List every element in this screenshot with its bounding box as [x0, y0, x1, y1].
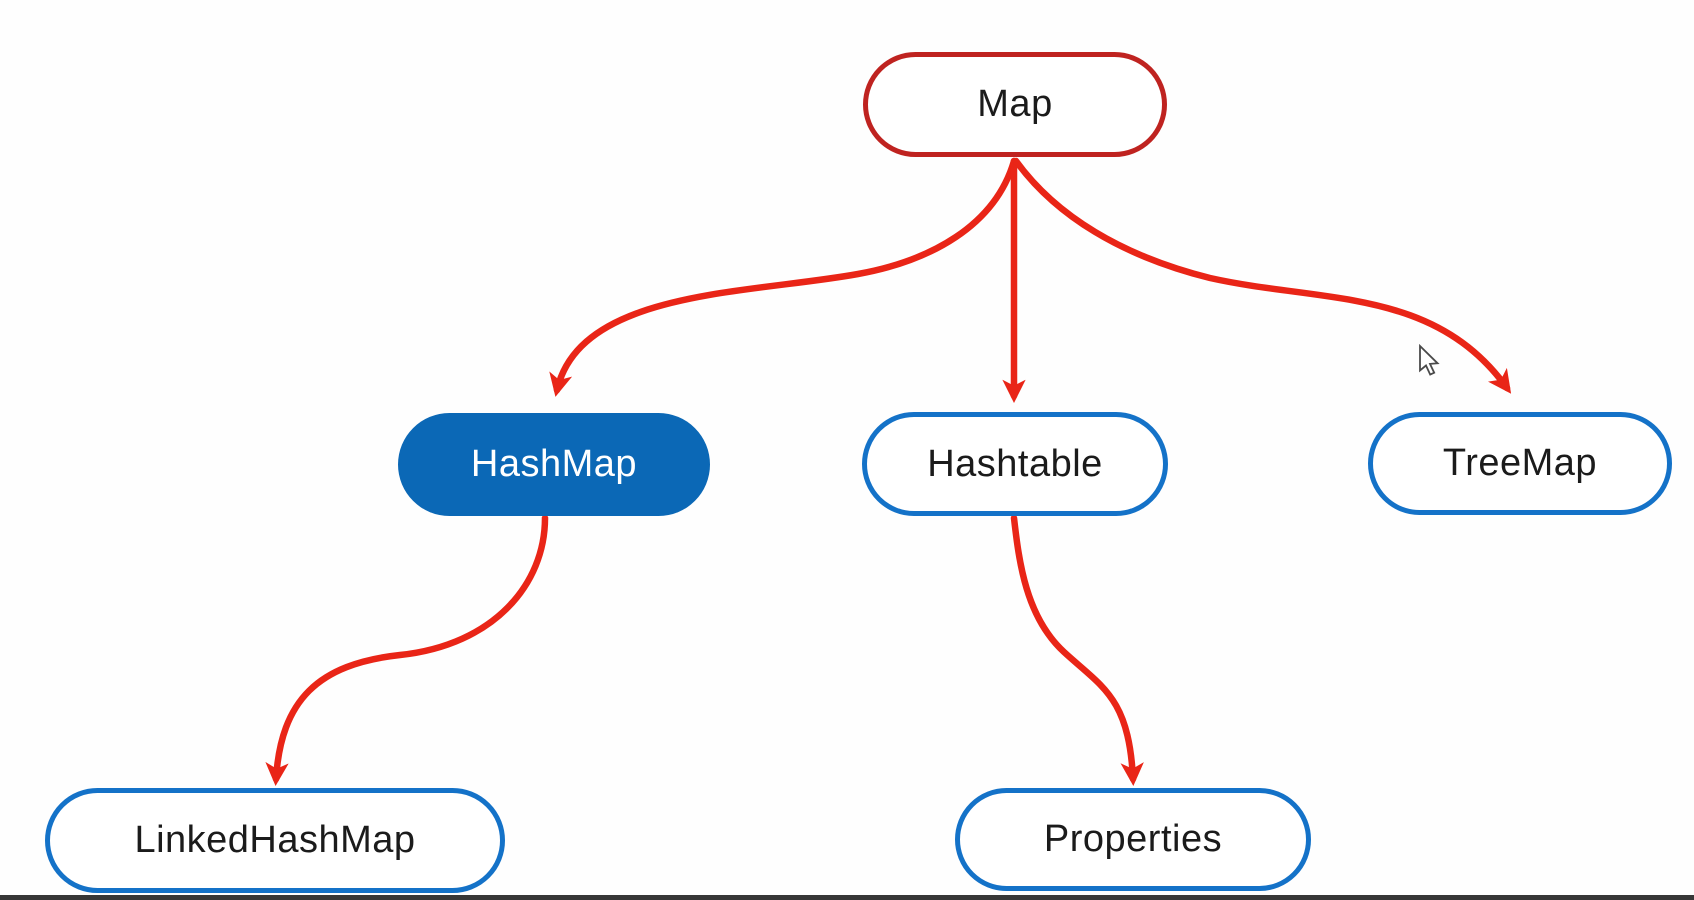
node-hashmap-label: HashMap: [470, 443, 638, 485]
node-map-label: Map: [977, 83, 1053, 125]
edge-hashtable-to-properties: [1010, 514, 1144, 787]
node-hashtable-label: Hashtable: [927, 442, 1103, 485]
edge-map-to-hashmap: [549, 157, 1018, 397]
edge-map-to-treemap: [1012, 157, 1512, 394]
node-hashtable[interactable]: Hashtable: [862, 412, 1168, 516]
video-bottom-edge: [0, 895, 1694, 900]
mouse-cursor-icon: [1419, 344, 1440, 376]
node-treemap[interactable]: TreeMap: [1368, 412, 1672, 515]
node-linkedhashmap[interactable]: LinkedHashMap: [45, 788, 505, 893]
node-linkedhashmap-label: LinkedHashMap: [134, 819, 416, 861]
edge-hashmap-to-linkedhashmap: [265, 514, 549, 787]
node-properties[interactable]: Properties: [955, 788, 1311, 891]
node-hashmap[interactable]: HashMap: [398, 413, 710, 516]
node-properties-label: Properties: [1043, 818, 1223, 860]
node-treemap-label: TreeMap: [1442, 442, 1598, 484]
node-map[interactable]: Map: [863, 52, 1167, 157]
